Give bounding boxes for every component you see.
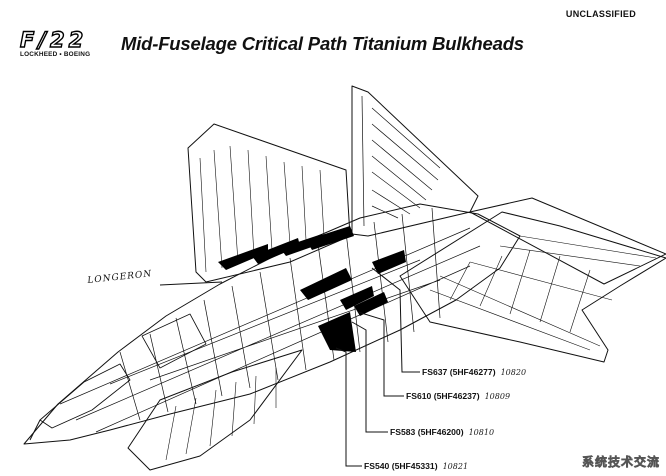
handwritten-note: 10809	[484, 392, 511, 401]
handwritten-note: 10810	[468, 428, 495, 437]
intake	[141, 313, 207, 369]
callout-fs610: FS610 (5HF46237) 10809	[406, 391, 510, 401]
callout-label: FS610 (5HF46237)	[406, 391, 480, 401]
callout-fs540: FS540 (5HF45331) 10821	[364, 461, 468, 471]
titanium-bulkheads	[218, 226, 406, 352]
leader-fs583	[351, 321, 388, 433]
callout-label: FS637 (5HF46277)	[422, 367, 496, 377]
fuselage-outline	[23, 203, 521, 445]
leader-fs637	[371, 267, 420, 373]
logo-mark: F/22	[19, 28, 88, 52]
longeron-leader	[159, 281, 223, 286]
right-tail-panel	[469, 197, 666, 285]
leader-fs610	[357, 311, 404, 397]
callout-fs637: FS637 (5HF46277) 10820	[422, 367, 526, 377]
handwritten-note: 10821	[442, 462, 469, 471]
canopy	[39, 363, 131, 429]
callout-label: FS540 (5HF45331)	[364, 461, 438, 471]
handwritten-note: 10820	[500, 368, 527, 377]
logo-subtitle: LOCKHEED • BOEING	[20, 51, 91, 58]
callout-leaders	[335, 267, 420, 467]
bulkhead-fs540	[218, 244, 356, 352]
callout-label: FS583 (5HF46200)	[390, 427, 464, 437]
right-wing	[399, 211, 666, 363]
watermark: 系统技术交流	[581, 455, 660, 470]
left-wing	[127, 349, 303, 471]
vertical-tail	[351, 85, 479, 237]
callout-fs583: FS583 (5HF46200) 10810	[390, 427, 494, 437]
left-tail-panel	[187, 123, 351, 283]
leader-fs540	[335, 347, 362, 467]
program-logo: F/22 LOCKHEED • BOEING	[19, 28, 112, 62]
classification-label: UNCLASSIFIED	[565, 9, 636, 19]
bulkhead-fs637	[306, 226, 406, 274]
page-title: Mid-Fuselage Critical Path Titanium Bulk…	[121, 33, 524, 54]
